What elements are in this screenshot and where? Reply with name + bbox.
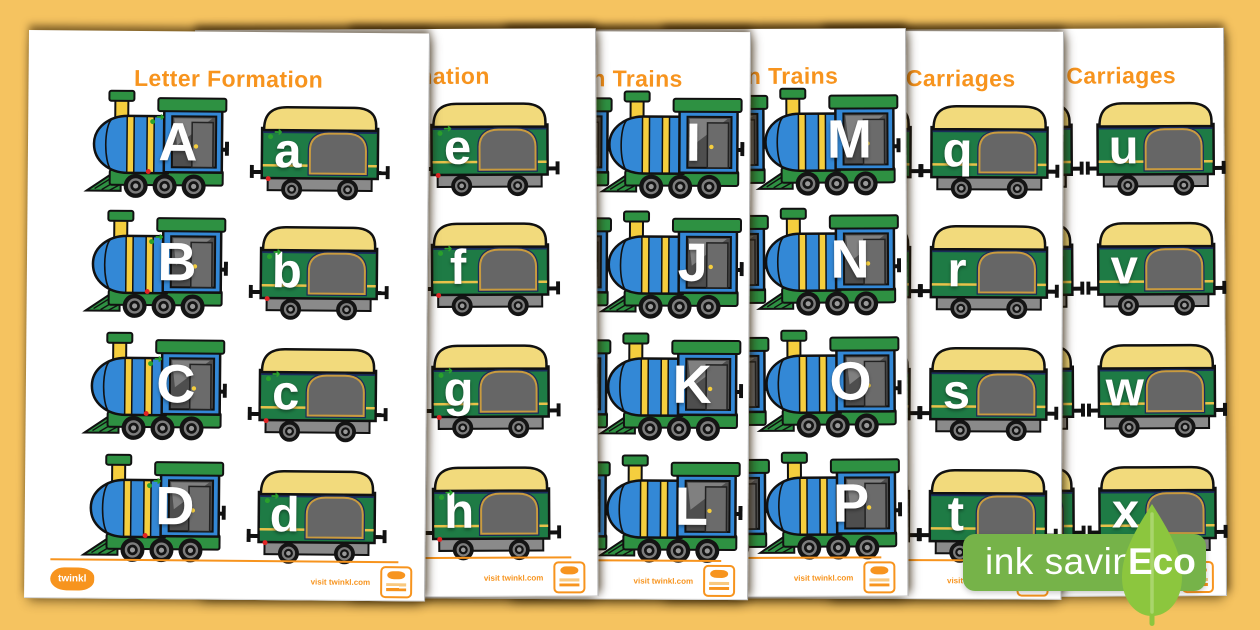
train-graphic: D➜ (80, 452, 226, 563)
carriage-graphic: c➜ (247, 342, 388, 443)
twinkl-stamp-icon (380, 566, 413, 599)
visit-twinkl-link: visit twinkl.com (483, 573, 544, 583)
visit-twinkl-link: visit twinkl.com (633, 576, 694, 586)
train-graphic: L (597, 453, 743, 564)
tracing-start-dot (437, 250, 443, 256)
tracing-end-dot (436, 414, 442, 420)
tracing-arrow-icon: ➜ (156, 112, 165, 124)
carriage-graphic: h➜ (421, 460, 562, 561)
tracing-arrow-icon: ➜ (443, 123, 452, 135)
train-graphic: J (598, 209, 744, 320)
tracing-arrow-icon: ➜ (153, 476, 162, 488)
worksheet-page-1[interactable]: Letter Formation A➜ a➜ B➜ (24, 30, 430, 602)
twinkl-stamp-icon (703, 564, 736, 598)
carriage-graphic: q (919, 99, 1060, 200)
leaf-icon (1122, 504, 1182, 626)
train-graphic: N (755, 206, 902, 317)
train-graphic: C➜ (81, 330, 227, 441)
tracing-start-dot (265, 376, 271, 382)
carriage-graphic: s (918, 341, 1059, 442)
tracing-arrow-icon: ➜ (445, 487, 454, 499)
tracing-end-dot (144, 289, 150, 295)
worksheet-page-2[interactable]: Letter Formation e➜ f➜ g➜ h➜twinklvisit … (195, 28, 599, 598)
visit-twinkl-link: visit twinkl.com (310, 577, 371, 587)
carriage-graphic: e➜ (419, 96, 560, 197)
visit-twinkl-link: visit twinkl.com (793, 573, 854, 583)
train-graphic: K (597, 331, 744, 442)
train-graphic: I (599, 89, 745, 200)
tracing-arrow-icon: ➜ (444, 365, 453, 377)
tracing-end-dot (437, 536, 443, 542)
carriage-graphic: g➜ (420, 338, 561, 439)
tracing-end-dot (143, 411, 149, 417)
tracing-arrow-icon: ➜ (273, 247, 282, 259)
eco-label: Eco (1128, 541, 1196, 582)
carriage-graphic: b➜ (248, 220, 389, 321)
tracing-arrow-icon: ➜ (271, 369, 281, 381)
tracing-start-dot (264, 498, 270, 504)
carriage-graphic: w (1086, 338, 1228, 439)
tracing-end-dot (263, 418, 269, 424)
tracing-end-dot (435, 172, 441, 178)
tracing-end-dot (262, 540, 268, 546)
tracing-arrow-icon: ➜ (443, 243, 453, 255)
train-graphic: P (757, 450, 903, 561)
tracing-start-dot (438, 372, 444, 378)
train-graphic: B➜ (82, 208, 228, 319)
tracing-end-dot (142, 533, 148, 539)
tracing-start-dot (437, 130, 443, 136)
tracing-start-dot (267, 254, 273, 260)
tracing-end-dot (265, 176, 271, 182)
tracing-arrow-icon: ➜ (274, 127, 283, 139)
twinkl-logo: twinkl (50, 567, 95, 591)
tracing-end-dot (145, 169, 151, 175)
carriage-graphic: u (1085, 96, 1226, 197)
tracing-arrow-icon: ➜ (155, 232, 164, 244)
carriage-graphic: f➜ (420, 216, 561, 317)
carriage-graphic: r (918, 219, 1059, 320)
tracing-start-dot (147, 483, 153, 489)
tracing-start-dot (150, 119, 156, 125)
tracing-end-dot (264, 296, 270, 302)
tracing-end-dot (436, 292, 442, 298)
eco-badge: ink saving Eco (963, 504, 1206, 626)
tracing-start-dot (439, 494, 445, 500)
train-graphic: A➜ (83, 88, 230, 199)
tracing-start-dot (148, 361, 154, 367)
train-graphic: O (756, 328, 902, 439)
tracing-start-dot (149, 239, 155, 245)
tracing-arrow-icon: ➜ (154, 354, 163, 366)
carriage-graphic: a➜ (249, 100, 391, 201)
tracing-start-dot (268, 134, 274, 140)
twinkl-stamp-icon (863, 561, 896, 594)
carriage-graphic: v (1086, 216, 1227, 317)
carriage-graphic: d➜ (246, 464, 387, 565)
tracing-arrow-icon: ➜ (270, 491, 280, 503)
train-graphic: M (755, 86, 901, 197)
twinkl-stamp-icon (553, 561, 586, 594)
